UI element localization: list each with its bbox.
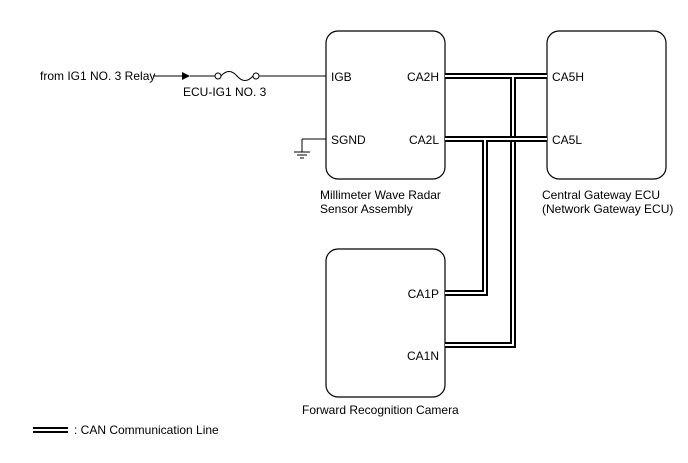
camera-name: Forward Recognition Camera <box>302 403 459 417</box>
gateway-name-line1: Central Gateway ECU <box>542 188 660 202</box>
can-bus-high <box>445 73 547 348</box>
radar-pin-ca2l: CA2L <box>409 133 439 147</box>
source-label: from IG1 NO. 3 Relay <box>40 69 155 83</box>
radar-pin-sgnd: SGND <box>331 133 366 147</box>
gateway-pin-ca5h: CA5H <box>552 70 584 84</box>
fuse-terminal-right <box>252 72 260 80</box>
fuse-icon <box>220 71 254 81</box>
radar-name-line1: Millimeter Wave Radar <box>320 188 441 202</box>
radar-name-line2: Sensor Assembly <box>320 202 413 216</box>
camera-box <box>325 248 446 398</box>
ground-icon <box>294 151 310 159</box>
gateway-pin-ca5l: CA5L <box>552 133 582 147</box>
fuse-terminal-left <box>214 72 222 80</box>
radar-pin-igb: IGB <box>331 70 352 84</box>
can-bus-low <box>445 136 547 296</box>
camera-pin-ca1p: CA1P <box>408 287 439 301</box>
radar-pin-ca2h: CA2H <box>407 70 439 84</box>
source-arrow-icon <box>182 72 190 80</box>
fuse-label: ECU-IG1 NO. 3 <box>183 85 267 99</box>
gateway-name-line2: (Network Gateway ECU) <box>542 202 673 216</box>
camera-pin-ca1n: CA1N <box>407 349 439 363</box>
gateway-ecu-box <box>546 30 667 180</box>
radar-sensor-box <box>325 30 446 180</box>
legend-can-line-label: : CAN Communication Line <box>74 423 219 437</box>
